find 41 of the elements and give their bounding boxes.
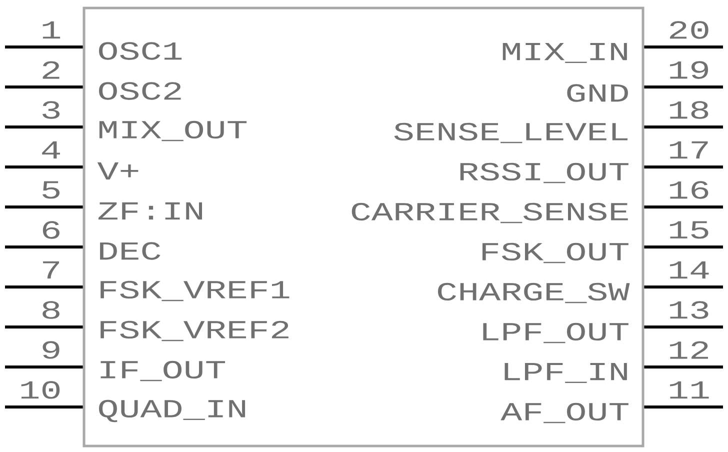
pin-name: V+ (97, 162, 138, 180)
pin-name: OSC1 (99, 42, 182, 60)
pin-number: 12 (670, 341, 708, 359)
pin-name: FSK_VREF2 (100, 320, 288, 342)
pin-number: 5 (42, 181, 60, 199)
pin-number: 6 (42, 221, 60, 239)
pin-name: OSC2 (99, 82, 181, 100)
pin-name: DEC (100, 242, 160, 260)
pin-number: 14 (670, 261, 709, 279)
pin-number: 19 (670, 61, 708, 79)
pin-number: 9 (42, 341, 60, 359)
pin-number: 1 (42, 21, 60, 39)
pin-name: ZF:IN (98, 202, 202, 220)
pin-number: 18 (670, 101, 708, 119)
pin-number: 13 (670, 301, 708, 319)
pin-name: MIX_OUT (99, 120, 247, 142)
pin-name: LPF_IN (504, 363, 627, 383)
pin-name: AF_OUT (500, 402, 628, 424)
pin-name: RSSI_OUT (460, 162, 628, 184)
pin-number: 2 (42, 61, 60, 79)
pin-name: QUAD_IN (99, 400, 246, 422)
pin-number: 17 (670, 141, 708, 159)
pin-number: 7 (43, 261, 59, 279)
pin-number: 3 (42, 101, 60, 119)
pin-name: CHARGE_SW (438, 282, 630, 304)
pin-name: FSK_VREF1 (100, 280, 290, 302)
pin-name: CARRIER_SENSE (352, 202, 628, 224)
pin-number: 15 (670, 221, 708, 239)
pin-number: 8 (42, 301, 60, 319)
pin-name: SENSE_LEVEL (394, 122, 628, 144)
chip-package (82, 6, 644, 448)
pin-name: FSK_OUT (482, 242, 628, 264)
pin-number: 11 (670, 381, 709, 399)
pin-name: GND (567, 84, 628, 102)
pin-name: MIX_IN (502, 43, 627, 63)
pin-number: 20 (670, 21, 708, 39)
pin-name: IF_OUT (100, 360, 226, 382)
pin-number: 4 (42, 141, 60, 159)
pin-number: 16 (670, 181, 708, 199)
pin-name: LPF_OUT (483, 322, 628, 344)
pin-number: 10 (21, 381, 60, 399)
